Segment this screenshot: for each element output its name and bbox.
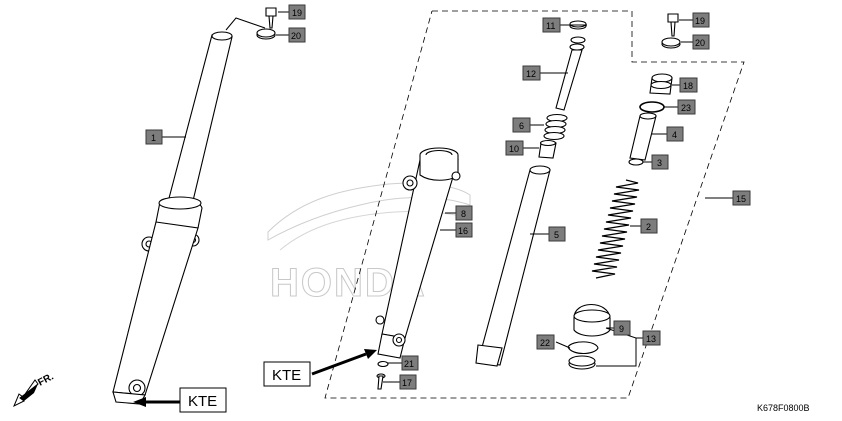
callout-15: 15 <box>732 190 751 206</box>
bushing <box>568 355 596 370</box>
callout-9: 9 <box>613 320 631 336</box>
fork-slider <box>375 147 461 359</box>
front-label: FR. <box>36 371 56 388</box>
callout-23: 23 <box>677 99 696 115</box>
callout-1: 1 <box>145 129 163 145</box>
callout-number: 2 <box>646 222 651 232</box>
callout-number: 10 <box>509 144 519 154</box>
callout-8: 8 <box>455 205 473 221</box>
fork-assembly-left <box>112 31 233 405</box>
callout-11: 11 <box>542 17 561 33</box>
o-ring <box>639 101 665 113</box>
callout-number: 13 <box>646 334 656 344</box>
bolt-right <box>667 13 679 37</box>
kte-label-lower-left: KTE <box>133 387 227 413</box>
callout-number: 5 <box>554 230 559 240</box>
kte-label-text: KTE <box>272 367 301 384</box>
callout-number: 17 <box>402 378 412 388</box>
damper-rod <box>555 36 586 111</box>
rebound-spring <box>543 113 568 141</box>
callout-number: 8 <box>461 209 466 219</box>
callout-number: 18 <box>683 81 693 91</box>
callout-17: 17 <box>399 374 417 390</box>
callout-16: 16 <box>455 222 473 238</box>
callout-20-right: 20 <box>692 34 710 50</box>
fork-spring <box>591 179 640 279</box>
callout-4: 4 <box>666 126 684 142</box>
callout-19-right: 19 <box>692 12 710 28</box>
washer-right <box>661 37 681 49</box>
spring-collar <box>629 112 657 161</box>
callout-number: 1 <box>151 133 156 143</box>
callout-number: 20 <box>695 38 705 48</box>
callout-number: 19 <box>695 16 705 26</box>
washer-left <box>256 28 276 40</box>
callout-number: 11 <box>546 21 555 31</box>
callout-number: 23 <box>681 103 691 113</box>
callout-3: 3 <box>651 154 669 170</box>
callout-number: 20 <box>291 31 301 41</box>
callout-number: 12 <box>526 69 536 79</box>
callout-number: 19 <box>292 8 302 18</box>
callout-5: 5 <box>548 226 566 242</box>
callout-number: 3 <box>657 158 662 168</box>
callout-number: 21 <box>404 359 414 369</box>
callout-number: 4 <box>672 130 677 140</box>
kte-label-text: KTE <box>188 393 217 410</box>
callout-12: 12 <box>522 65 541 81</box>
drain-bolt <box>376 373 386 390</box>
callout-number: 16 <box>458 226 468 236</box>
callout-21: 21 <box>401 355 419 371</box>
oil-lock-piece <box>538 139 557 159</box>
callout-number: 22 <box>540 338 550 348</box>
kte-label-middle: KTE <box>263 349 377 387</box>
callout-10: 10 <box>505 140 524 156</box>
drain-washer <box>377 360 389 368</box>
callout-22: 22 <box>536 334 555 350</box>
callout-number: 15 <box>736 194 746 204</box>
inner-fork-tube <box>475 165 551 367</box>
dust-seal <box>573 304 611 337</box>
callout-number: 6 <box>519 121 524 131</box>
callout-20-left: 20 <box>288 27 306 43</box>
fork-cap-bolt <box>649 73 673 95</box>
spring-seat <box>628 158 644 166</box>
stopper-ring <box>567 341 599 355</box>
diagram-reference-code: K678F0800B <box>757 403 810 413</box>
callout-number: 9 <box>619 324 624 334</box>
callout-19-left: 19 <box>288 4 306 20</box>
front-direction-arrow: FR. <box>13 371 56 408</box>
assembly-outline <box>324 10 745 399</box>
callout-18: 18 <box>679 77 698 93</box>
callout-13: 13 <box>642 330 661 346</box>
callout-2: 2 <box>640 218 658 234</box>
bolt-left <box>265 7 277 29</box>
callout-6: 6 <box>512 117 531 133</box>
